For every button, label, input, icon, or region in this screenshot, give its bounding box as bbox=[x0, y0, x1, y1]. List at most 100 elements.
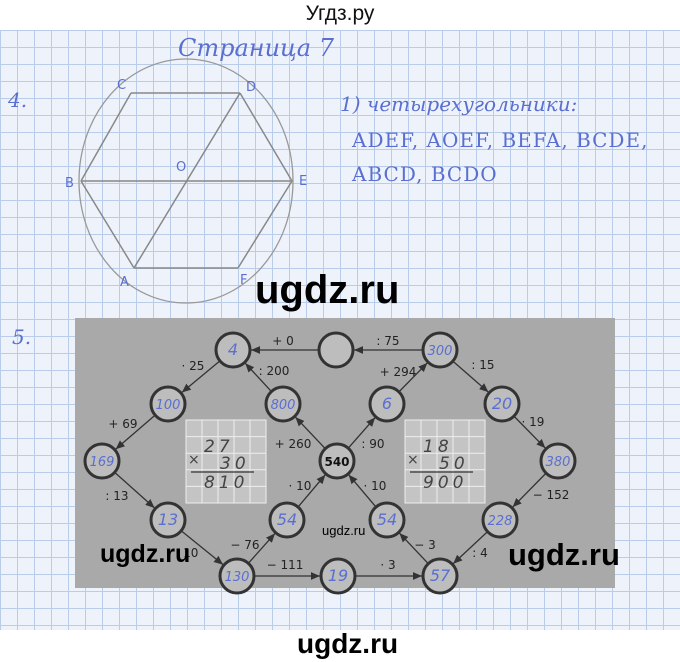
answer-line-1: 1) четырехугольники: bbox=[340, 92, 578, 116]
watermark: ugdz.ru bbox=[297, 628, 399, 659]
node-value: 57 bbox=[430, 566, 451, 585]
watermark: ugdz.ru bbox=[255, 268, 400, 312]
node-value: 6 bbox=[382, 394, 392, 413]
node-value: 54 bbox=[277, 510, 297, 529]
circle bbox=[78, 58, 294, 304]
edge-label: · 10 bbox=[176, 546, 199, 560]
task-4-number: 4. bbox=[8, 88, 28, 112]
point-label-e: E bbox=[299, 174, 307, 189]
node-circle bbox=[149, 501, 187, 539]
point-label-b: B bbox=[65, 176, 74, 191]
answer-line-3: ABCD, BCDO bbox=[352, 162, 498, 186]
edge-label: · 10 bbox=[289, 479, 312, 493]
node-circle bbox=[421, 557, 459, 595]
edge-label: : 13 bbox=[105, 489, 128, 503]
edge-label: : 90 bbox=[361, 437, 384, 451]
product: 900 bbox=[423, 473, 467, 493]
multiply-sign: × bbox=[188, 452, 200, 468]
edge-label: − 152 bbox=[533, 488, 570, 502]
edge-label: : 75 bbox=[376, 334, 399, 348]
product: 810 bbox=[204, 473, 248, 493]
edge-arrow bbox=[513, 415, 546, 449]
edge-arrow bbox=[244, 362, 272, 392]
point-label-d: D bbox=[246, 80, 256, 95]
grid-box bbox=[404, 419, 486, 504]
node-circle bbox=[481, 501, 519, 539]
node-value: 169 bbox=[90, 455, 115, 470]
node-value: 4 bbox=[228, 340, 238, 359]
edge-label: · 19 bbox=[522, 415, 545, 429]
node-circle bbox=[421, 331, 459, 369]
edge-label: : 15 bbox=[471, 358, 494, 372]
node-circle bbox=[214, 331, 252, 369]
edge-label: − 111 bbox=[267, 558, 304, 572]
segment-ad bbox=[133, 92, 241, 269]
watermark: ugdz.ru bbox=[508, 537, 620, 572]
edge-label: − 76 bbox=[230, 538, 259, 552]
edge-arrow bbox=[181, 360, 221, 393]
node-value: 20 bbox=[492, 394, 512, 413]
edge-arrow bbox=[180, 530, 224, 566]
node-value: 800 bbox=[271, 398, 296, 413]
segment-ef bbox=[237, 180, 293, 269]
page-heading: Страница 7 bbox=[178, 34, 335, 62]
edge-arrow bbox=[114, 471, 156, 509]
task-5-number: 5. bbox=[12, 325, 32, 349]
edge-label: : 4 bbox=[472, 546, 488, 560]
edge-label: + 69 bbox=[108, 417, 137, 431]
edge-arrow bbox=[452, 360, 489, 393]
edge-arrow bbox=[294, 416, 326, 450]
node-value: 300 bbox=[428, 344, 453, 359]
answer-line-2: ADEF, AOEF, BEFA, BCDE, bbox=[352, 128, 649, 152]
node-value: 13 bbox=[158, 510, 178, 529]
node-circle bbox=[368, 501, 406, 539]
node-circle bbox=[149, 385, 187, 423]
node-circle bbox=[83, 442, 121, 480]
watermark: ugdz.ru bbox=[322, 523, 366, 538]
node-circle bbox=[264, 385, 302, 423]
node-value: 54 bbox=[377, 510, 397, 529]
edge-arrow bbox=[297, 474, 326, 508]
node-circle bbox=[319, 557, 357, 595]
edge-label: · 25 bbox=[182, 359, 205, 373]
node-circle bbox=[317, 331, 355, 369]
edge-arrow bbox=[347, 417, 376, 449]
factor-2: 30 bbox=[220, 454, 250, 474]
node-value: 100 bbox=[156, 398, 181, 413]
segment-ab bbox=[80, 180, 135, 269]
grid-box bbox=[185, 419, 267, 504]
edge-arrow bbox=[348, 474, 377, 508]
node-circle bbox=[368, 385, 406, 423]
factor-1: 27 bbox=[204, 437, 234, 457]
point-label-f: F bbox=[240, 273, 247, 288]
node-circle bbox=[318, 442, 356, 480]
edge-arrow bbox=[115, 414, 156, 450]
node-value: 130 bbox=[225, 570, 250, 585]
watermark: ugdz.ru bbox=[100, 540, 191, 568]
node-circle bbox=[268, 501, 306, 539]
node-circle bbox=[483, 385, 521, 423]
edge-label: · 10 bbox=[364, 479, 387, 493]
edge-arrow bbox=[398, 362, 428, 393]
edge-label: + 260 bbox=[275, 437, 312, 451]
edge-arrow bbox=[452, 531, 489, 565]
point-label-a: A bbox=[120, 275, 129, 290]
edge-label: + 0 bbox=[272, 334, 294, 348]
multiply-sign: × bbox=[407, 452, 419, 468]
node-value: 380 bbox=[546, 455, 571, 470]
site-title: Угдз.ру bbox=[305, 2, 375, 25]
node-value: 228 bbox=[488, 514, 513, 529]
segment-bc bbox=[80, 92, 132, 182]
node-value: 19 bbox=[328, 566, 348, 585]
point-label-o: O bbox=[176, 160, 186, 175]
node-circle bbox=[218, 557, 256, 595]
edge-label: − 3 bbox=[414, 538, 436, 552]
edge-label: : 200 bbox=[259, 364, 290, 378]
node-circle bbox=[539, 442, 577, 480]
edge-arrow bbox=[512, 472, 547, 508]
edge-arrow bbox=[398, 532, 429, 565]
